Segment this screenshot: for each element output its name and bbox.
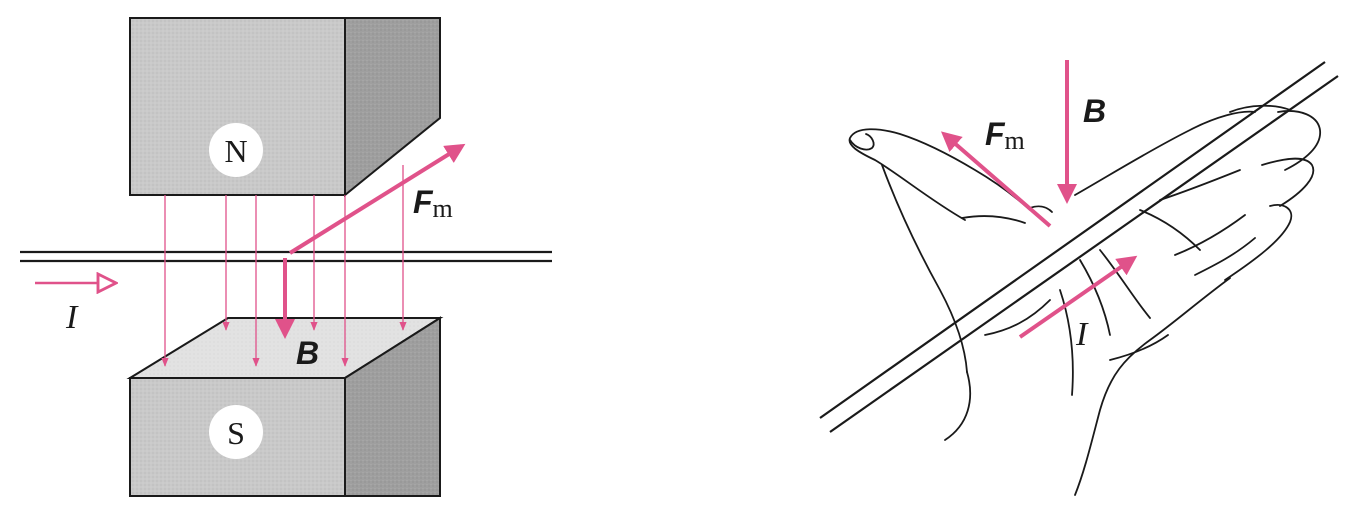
- force-subscript: m: [433, 194, 453, 223]
- current-label: I: [65, 299, 79, 336]
- force-symbol: F: [413, 184, 434, 220]
- field-lines: [161, 165, 407, 367]
- force-arrow-right: [940, 131, 1052, 228]
- force-arrow: [288, 143, 466, 255]
- north-pole-badge: [209, 123, 263, 177]
- field-b-label-right: B: [1083, 93, 1106, 129]
- force-label-right: Fm: [985, 116, 1025, 155]
- south-magnet: S: [126, 316, 444, 497]
- current-label-right: I: [1075, 316, 1089, 353]
- force-symbol-right: F: [985, 116, 1006, 152]
- right-wire: [819, 61, 1339, 433]
- south-pole-label: S: [227, 415, 245, 451]
- field-b-label: B: [296, 335, 319, 371]
- south-pole-badge: [209, 405, 263, 459]
- left-panel: N S B Fm: [20, 17, 552, 497]
- current-arrow-right: [1018, 255, 1138, 339]
- north-pole-label: N: [224, 133, 247, 169]
- force-label: Fm: [413, 184, 453, 223]
- north-magnet: N: [129, 17, 441, 198]
- hand-drawing: [848, 104, 1321, 496]
- force-subscript-right: m: [1005, 126, 1025, 155]
- right-panel: B Fm I: [819, 60, 1339, 496]
